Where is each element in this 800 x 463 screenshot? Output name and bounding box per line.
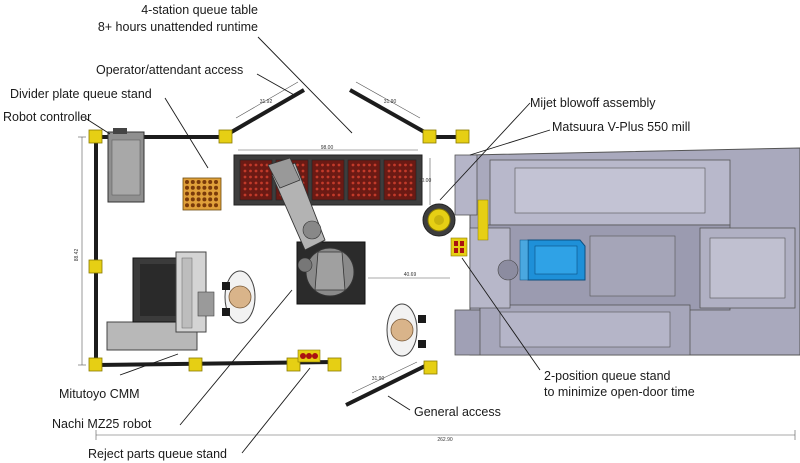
divider-plate-queue-stand [182, 177, 222, 211]
label-nachi-robot: Nachi MZ25 robot [52, 417, 152, 431]
label-queue-stand-line2: to minimize open-door time [544, 385, 695, 399]
label-general-access: General access [414, 405, 501, 419]
label-reject-parts-stand: Reject parts queue stand [88, 447, 227, 461]
operator-access-doors [226, 88, 429, 136]
dim-door-right: 31.90 [384, 99, 397, 105]
mijet-blowoff [422, 203, 456, 237]
mitutoyo-cmm [106, 251, 215, 351]
four-station-queue-table [233, 154, 423, 206]
label-queue-table-line1: 4-station queue table [141, 3, 258, 17]
dimension-labels: 98.00 30.00 31.92 31.90 88.42 40.69 31.9… [74, 99, 453, 443]
mill-pallet [519, 239, 586, 281]
leader-lines [84, 36, 551, 454]
queue-station [239, 159, 273, 201]
dim-robot-to-mill: 40.69 [404, 272, 417, 278]
matsuura-mill [454, 147, 800, 356]
dim-table-depth: 30.00 [419, 178, 432, 184]
operator-figure-right [386, 303, 426, 357]
dim-cell-height: 88.42 [74, 249, 80, 262]
label-mijet-blowoff: Mijet blowoff assembly [530, 96, 656, 110]
dim-table-width: 98.00 [321, 145, 334, 151]
queue-station [347, 159, 381, 201]
label-operator-access: Operator/attendant access [96, 63, 243, 77]
label-queue-stand-line1: 2-position queue stand [544, 369, 671, 383]
dim-general-door: 31.90 [372, 376, 385, 382]
label-divider-plate-stand: Divider plate queue stand [10, 87, 152, 101]
queue-station [383, 159, 417, 201]
label-matsuura-mill: Matsuura V-Plus 550 mill [552, 120, 690, 134]
operator-figure-left [222, 270, 256, 324]
label-robot-controller: Robot controller [3, 110, 91, 124]
fence-posts [88, 129, 470, 375]
dim-overall-width: 262.90 [437, 437, 453, 443]
reject-parts-stand [297, 349, 321, 363]
general-access-door [345, 364, 426, 407]
two-position-queue-stand [450, 237, 468, 257]
label-queue-table-line2: 8+ hours unattended runtime [98, 20, 258, 34]
queue-station [311, 159, 345, 201]
robot-controller [107, 128, 145, 203]
dim-door-left: 31.92 [260, 99, 273, 105]
dimension-lines [78, 81, 796, 440]
nachi-robot [267, 157, 366, 305]
callout-labels: 4-station queue table 8+ hours unattende… [3, 3, 695, 461]
label-mitutoyo-cmm: Mitutoyo CMM [59, 387, 140, 401]
